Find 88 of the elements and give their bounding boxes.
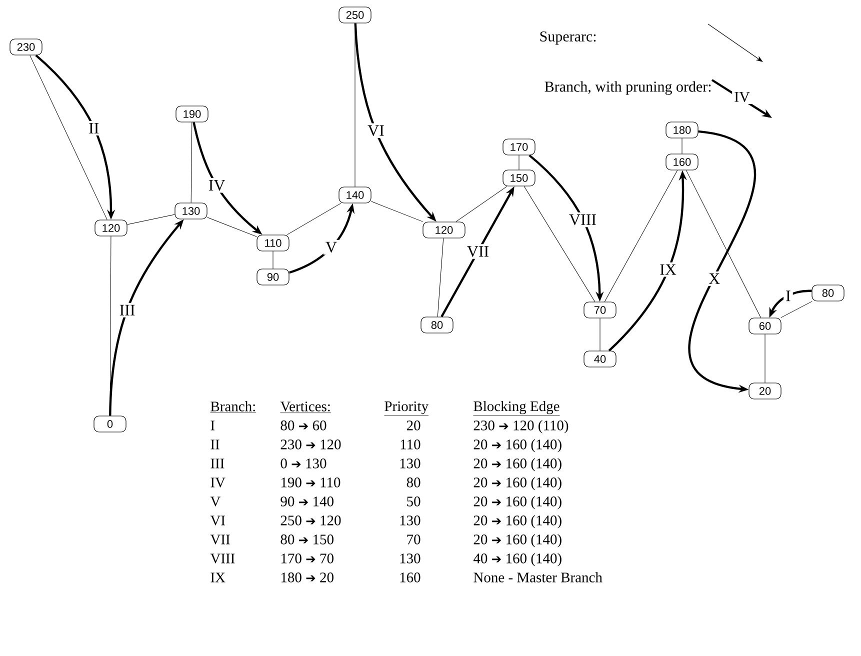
table-cell: 20 ➔ 160 (140) xyxy=(474,496,562,510)
vertex-box: 70 xyxy=(584,302,616,318)
table-cell: 170 ➔ 70 xyxy=(281,554,334,564)
vertex-box: 0 xyxy=(94,416,126,432)
pruning-order-label: V xyxy=(326,242,337,253)
table-cell: None - Master Branch xyxy=(474,572,602,582)
table-cell: I xyxy=(210,420,215,430)
table-cell: 50 xyxy=(407,496,420,506)
pruning-order-label: III xyxy=(120,304,135,316)
pruning-order-label: VI xyxy=(368,125,384,136)
vertex-box: 180 xyxy=(666,122,698,138)
table-cell: 130 xyxy=(400,554,420,564)
vertex-box: 110 xyxy=(256,234,290,252)
table-cell: III xyxy=(210,458,224,468)
superarc-line xyxy=(686,170,762,318)
pruning-order-label: IV xyxy=(208,180,226,191)
table-cell: 110 xyxy=(400,440,420,450)
pruning-order-label: X xyxy=(708,273,720,284)
vertex-box: 90 xyxy=(256,268,290,286)
vertex-box: 80 xyxy=(420,316,454,334)
vertex-box: 250 xyxy=(338,6,372,24)
legend-label: Branch, with pruning order: xyxy=(544,81,711,95)
vertex-box: 190 xyxy=(176,106,208,122)
table-header: Vertices: xyxy=(280,402,332,414)
table-cell: 20 ➔ 160 (140) xyxy=(474,515,562,528)
pruning-order-label: VIII xyxy=(569,214,596,226)
superarc-line xyxy=(371,201,424,222)
table-cell: 230 ➔ 120 xyxy=(280,440,341,450)
table-cell: 180 ➔ 20 xyxy=(281,572,334,582)
vertex-box: 40 xyxy=(584,350,616,368)
table-cell: 80 ➔ 150 xyxy=(280,534,334,544)
vertex-box: 20 xyxy=(748,382,782,400)
pruning-order-label: IX xyxy=(660,264,676,275)
pruning-order-label: I xyxy=(786,290,790,302)
table-cell: 130 xyxy=(400,458,420,468)
pruning-order-label: IV xyxy=(732,90,752,104)
superarc-line xyxy=(437,238,444,317)
superarc-line xyxy=(604,170,678,302)
legend-label: Superarc: xyxy=(540,31,596,45)
table-header: Blocking Edge xyxy=(473,400,560,416)
table-cell: V xyxy=(210,496,221,506)
vertex-box: 60 xyxy=(748,318,782,334)
table-cell: 130 xyxy=(400,516,420,526)
table-cell: II xyxy=(210,440,220,450)
superarc-line xyxy=(207,217,257,237)
vertex-box: 120 xyxy=(94,220,128,236)
table-cell: 90 ➔ 140 xyxy=(280,496,334,506)
superarc-line xyxy=(518,155,520,170)
table-cell: 20 ➔ 160 (140) xyxy=(474,477,562,490)
vertex-box: 130 xyxy=(174,202,208,220)
vertex-box: 140 xyxy=(338,186,372,204)
superarc-line xyxy=(286,203,342,235)
superarc-line xyxy=(30,55,108,220)
superarc-line xyxy=(764,334,766,383)
table-cell: 70 xyxy=(407,534,420,544)
table-cell: 230 ➔ 120 (110) xyxy=(474,420,568,434)
table-cell: 250 ➔ 120 xyxy=(280,516,341,526)
pruning-order-label: II xyxy=(89,122,99,134)
superarc-line xyxy=(127,214,175,225)
superarc-line xyxy=(524,186,596,302)
superarc-line xyxy=(456,186,508,222)
table-cell: IX xyxy=(210,572,226,582)
table-cell: 160 xyxy=(400,572,420,582)
table-cell: 0 ➔ 130 xyxy=(280,458,326,468)
table-cell: VI xyxy=(210,516,225,526)
table-cell: 80 ➔ 60 xyxy=(280,420,326,430)
table-cell: 80 xyxy=(406,478,420,488)
table-header: Priority xyxy=(384,401,429,416)
vertex-box: 170 xyxy=(502,138,536,156)
vertex-box: 120 xyxy=(422,222,466,238)
table-cell: 20 xyxy=(406,420,420,430)
table-cell: VII xyxy=(210,534,230,544)
table-cell: 20 ➔ 160 (140) xyxy=(474,458,562,472)
superarc-line xyxy=(780,301,812,318)
pruning-order-label: VII xyxy=(467,246,489,257)
superarc-line xyxy=(190,122,192,203)
superarc-line xyxy=(272,251,274,269)
table-header: Branch: xyxy=(210,401,256,413)
table-cell: IV xyxy=(210,478,226,488)
vertex-box: 160 xyxy=(666,154,698,170)
vertex-box: 80 xyxy=(812,284,844,302)
table-cell: 190 ➔ 110 xyxy=(281,478,340,488)
table-cell: VIII xyxy=(210,554,235,564)
table-cell: 20 ➔ 160 (140) xyxy=(474,439,562,452)
table-cell: 40 ➔ 160 (140) xyxy=(474,553,562,566)
vertex-box: 230 xyxy=(10,38,42,56)
vertex-box: 150 xyxy=(502,170,536,186)
table-cell: 20 ➔ 160 (140) xyxy=(474,534,562,548)
